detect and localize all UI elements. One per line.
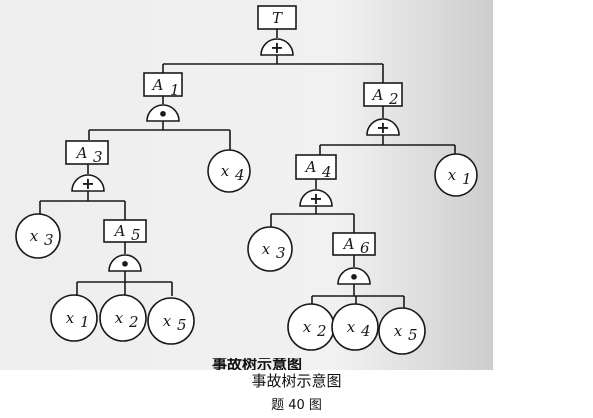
event-A6: A 6	[332, 232, 376, 257]
event-A2-sub: 2	[388, 90, 399, 108]
event-A3-sub: 3	[93, 148, 103, 166]
or-gate-A2: +	[366, 118, 400, 137]
x1-letter: x	[448, 166, 457, 184]
event-A4: A 4	[295, 154, 337, 181]
basic-event-x5-left: x 5	[147, 297, 195, 345]
x4-sub: 4	[234, 166, 245, 184]
x3-letter: x	[262, 240, 271, 258]
event-A5-sub: 5	[131, 226, 141, 244]
x1-letter: x	[66, 309, 75, 327]
basic-event-x2-right: x 2	[287, 303, 335, 351]
fault-tree-diagram: T A 1 A 2 A 3 A 4 A 5 A 6 + •	[15, 5, 478, 355]
event-A1-letter: A	[151, 76, 164, 94]
and-gate-A5-symbol: •	[120, 255, 130, 274]
or-gate-T: +	[260, 38, 294, 57]
figure-number: 题 40 图	[271, 398, 322, 413]
event-A1: A 1	[143, 72, 183, 99]
and-gate-A6-symbol: •	[349, 268, 359, 287]
x5-sub: 5	[177, 316, 187, 334]
x1-sub: 1	[462, 170, 472, 188]
and-gate-A6: •	[337, 267, 371, 287]
and-gate-A1-symbol: •	[158, 105, 168, 124]
x5-sub: 5	[408, 326, 418, 344]
x4-sub: 4	[360, 322, 371, 340]
event-A4-letter: A	[304, 158, 317, 176]
basic-event-x1-left: x 1	[50, 294, 98, 342]
or-gate-T-symbol: +	[270, 38, 283, 57]
event-A4-sub: 4	[321, 163, 332, 181]
top-event-T: T	[257, 5, 297, 30]
or-gate-A4: +	[299, 189, 333, 208]
x4-letter: x	[347, 318, 356, 336]
and-gate-A1: •	[146, 104, 180, 124]
event-A3-letter: A	[75, 144, 88, 162]
or-gate-A4-symbol: +	[309, 189, 322, 208]
event-A3: A 3	[65, 140, 109, 166]
and-gate-A5: •	[108, 254, 142, 274]
event-A6-sub: 6	[360, 239, 370, 257]
x3-sub: 3	[44, 231, 54, 249]
x3-letter: x	[30, 227, 39, 245]
event-A2-letter: A	[371, 86, 384, 104]
or-gate-A2-symbol: +	[376, 118, 389, 137]
x3-sub: 3	[276, 244, 286, 262]
basic-event-x4-bottom: x 4	[331, 303, 379, 351]
x5-letter: x	[163, 312, 172, 330]
event-A5: A 5	[103, 219, 147, 244]
x1-sub: 1	[80, 313, 90, 331]
event-A5-letter: A	[113, 222, 126, 240]
x2-letter: x	[115, 309, 124, 327]
basic-event-x1-right: x 1	[434, 153, 478, 197]
cropped-caption-remnant: 事故树示意图	[212, 358, 303, 370]
or-gate-A3: +	[71, 174, 105, 193]
event-A2: A 2	[363, 82, 403, 108]
basic-event-x4: x 4	[207, 149, 251, 193]
basic-event-x5-right: x 5	[378, 307, 426, 355]
figure-caption: 事故树示意图	[251, 372, 342, 390]
basic-event-x3-right: x 3	[247, 226, 293, 272]
x4-letter: x	[221, 162, 230, 180]
x5-letter: x	[394, 322, 403, 340]
x2-sub: 2	[316, 322, 327, 340]
x2-sub: 2	[128, 313, 139, 331]
basic-event-x3-left: x 3	[15, 213, 61, 259]
event-A1-sub: 1	[170, 81, 180, 99]
event-A6-letter: A	[342, 235, 355, 253]
or-gate-A3-symbol: +	[81, 174, 94, 193]
basic-event-x2-left: x 2	[99, 294, 147, 342]
top-event-label: T	[272, 9, 283, 27]
x2-letter: x	[303, 318, 312, 336]
